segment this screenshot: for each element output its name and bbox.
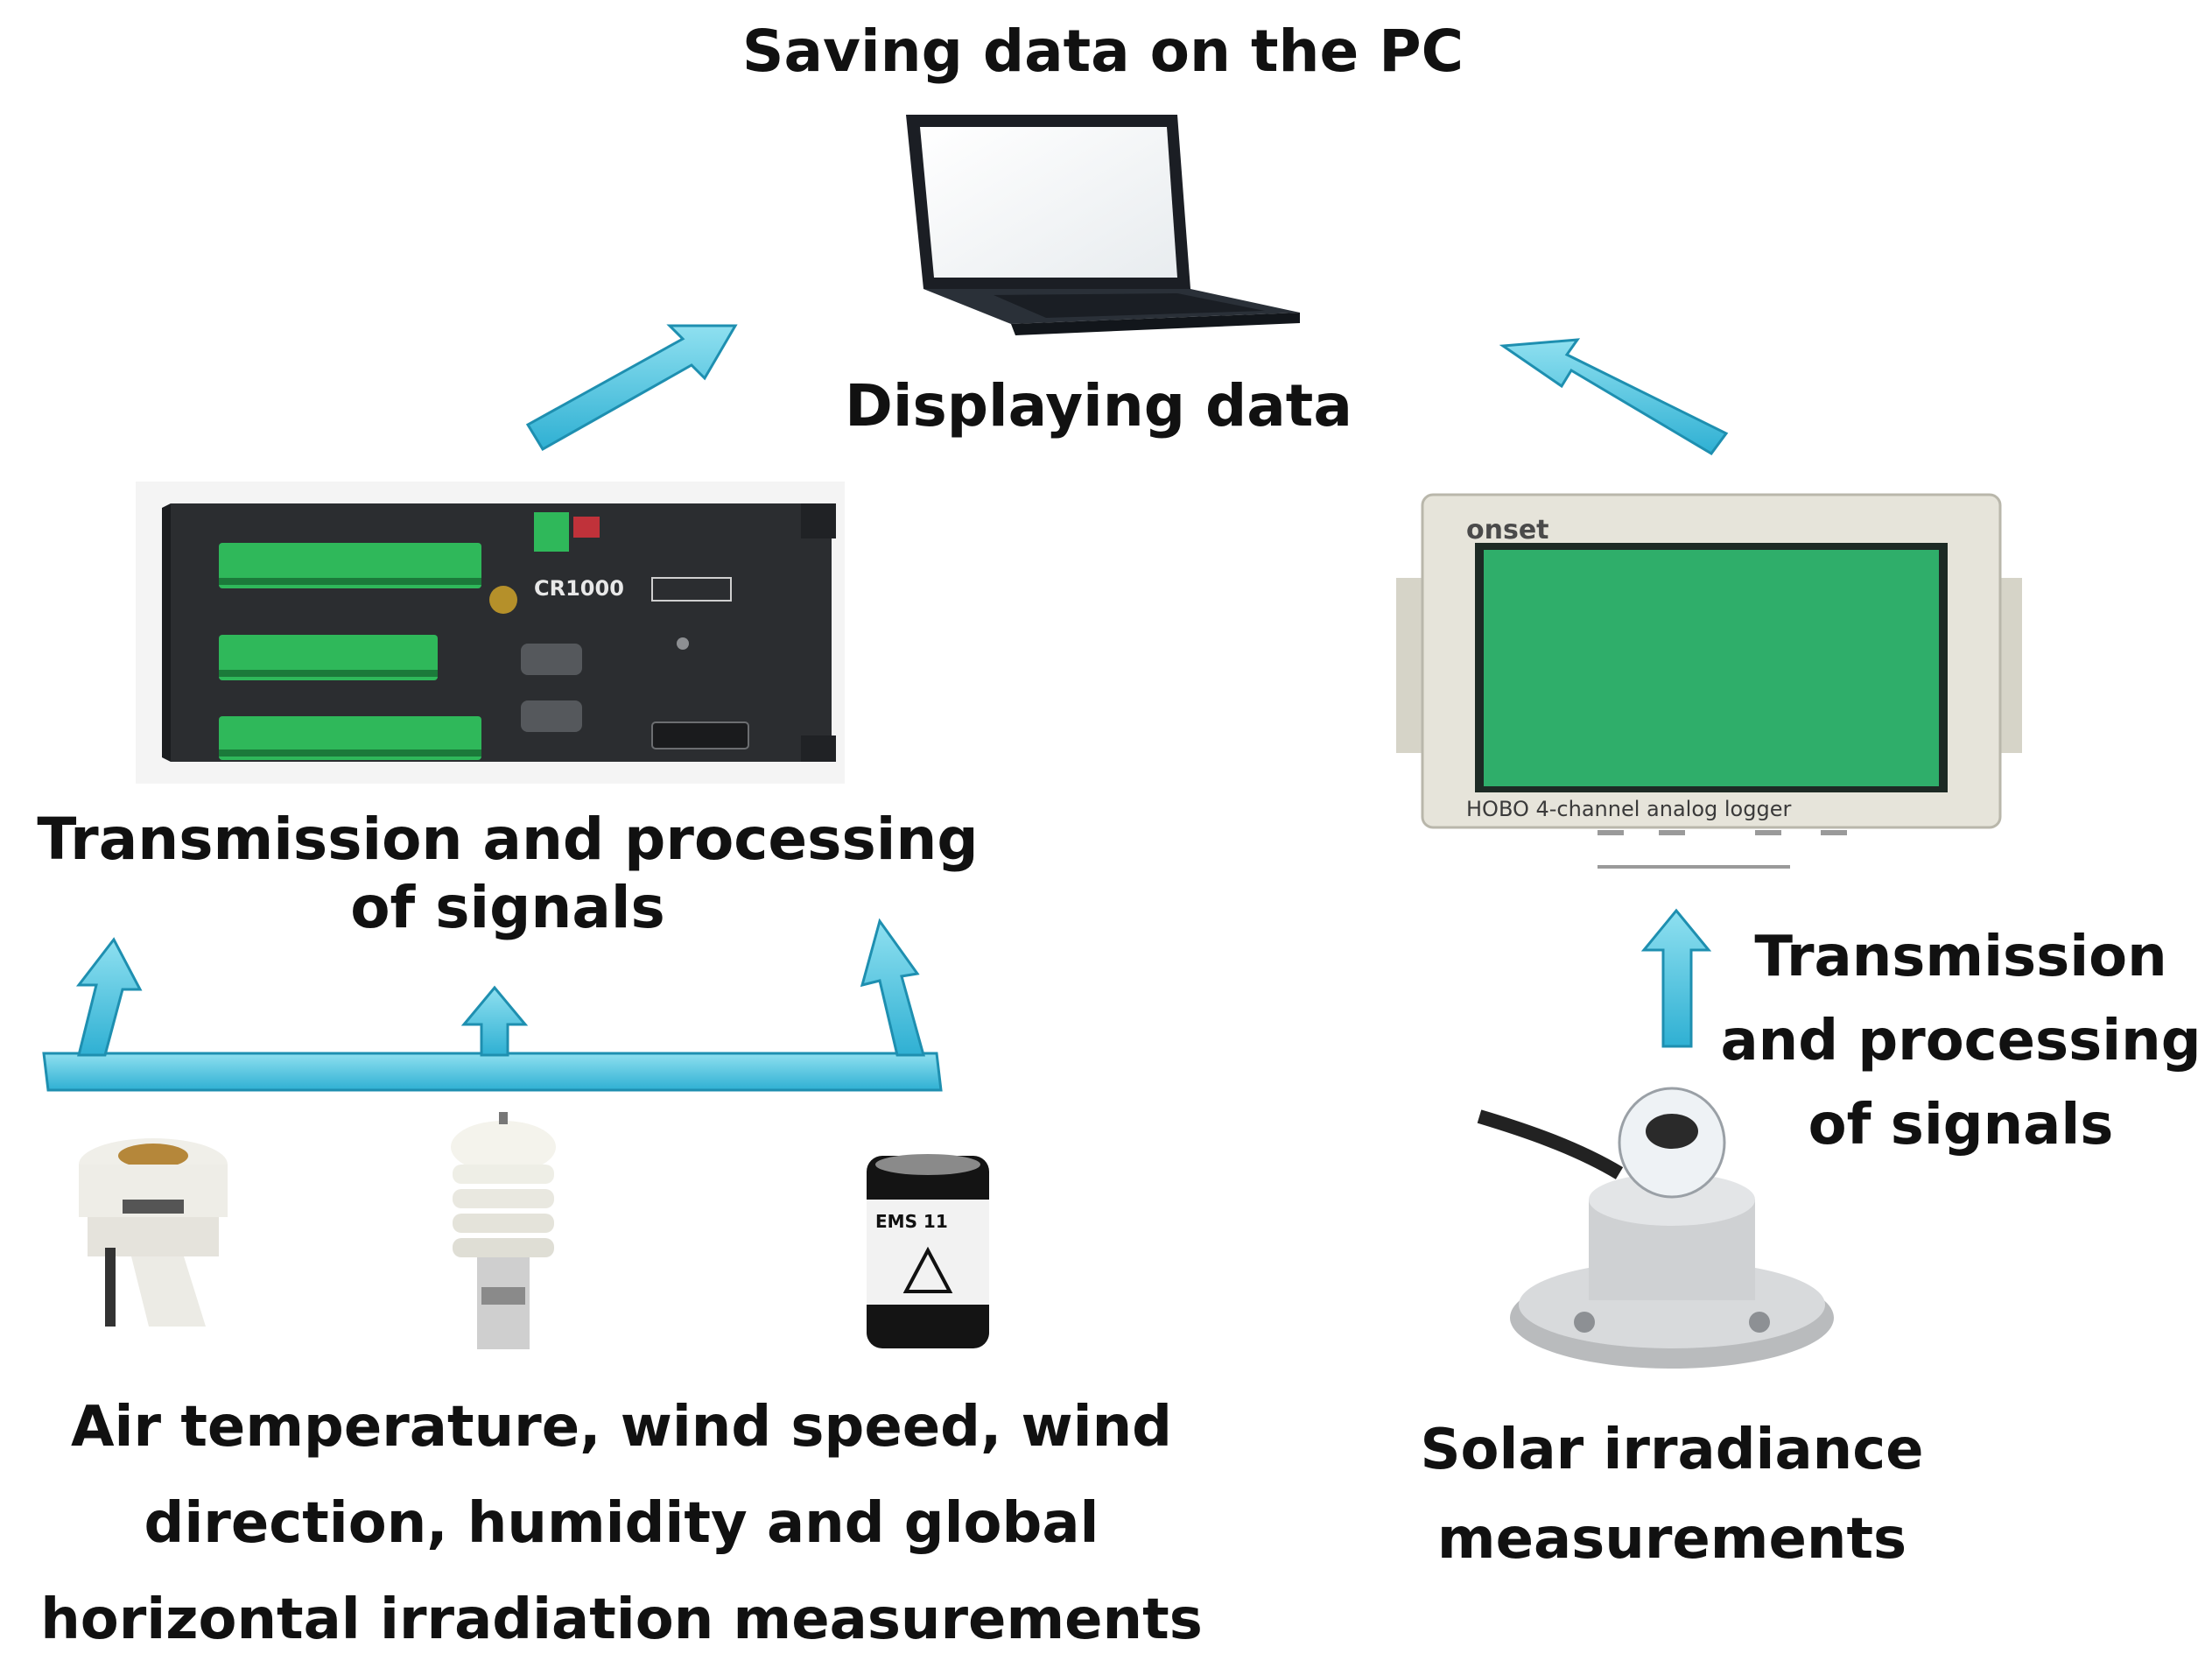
hobo-logger-icon: onset HOBO 4-channel analog logger bbox=[1396, 493, 2022, 869]
label-right-measurements: Solar irradiance measurements bbox=[1420, 1418, 1924, 1573]
radiation-shield-icon bbox=[451, 1112, 556, 1349]
anemometer-icon bbox=[79, 1138, 228, 1327]
arrow-icon bbox=[525, 324, 738, 452]
laptop-icon bbox=[906, 115, 1300, 335]
arrow-icon bbox=[1640, 908, 1712, 1048]
arrow-icon bbox=[42, 1052, 943, 1092]
arrow-icon bbox=[860, 918, 925, 1057]
hobo-brand-label: onset bbox=[1466, 515, 1549, 545]
arrow-icon bbox=[460, 985, 529, 1057]
label-left-transmission: Transmission and processing of signals bbox=[37, 806, 979, 941]
ems-code-label: EMS 11 bbox=[875, 1211, 948, 1232]
arrow-icon bbox=[75, 937, 143, 1057]
terminal-strip bbox=[219, 543, 481, 760]
label-right-transmission: Transmission and processing of signals bbox=[1720, 925, 2201, 1158]
label-saving-data: Saving data on the PC bbox=[741, 18, 1464, 85]
label-left-measurements: Air temperature, wind speed, wind direct… bbox=[40, 1395, 1203, 1653]
hobo-caption-label: HOBO 4-channel analog logger bbox=[1466, 797, 1791, 821]
label-displaying-data: Displaying data bbox=[845, 372, 1352, 440]
global-irradiance-sensor-icon: EMS 11 bbox=[867, 1154, 989, 1348]
arrow-icon bbox=[1499, 338, 1729, 455]
cr1000-model-label: CR1000 bbox=[534, 576, 624, 601]
datalogger-icon: CR1000 bbox=[136, 482, 845, 784]
pyranometer-icon bbox=[1477, 1087, 1834, 1369]
